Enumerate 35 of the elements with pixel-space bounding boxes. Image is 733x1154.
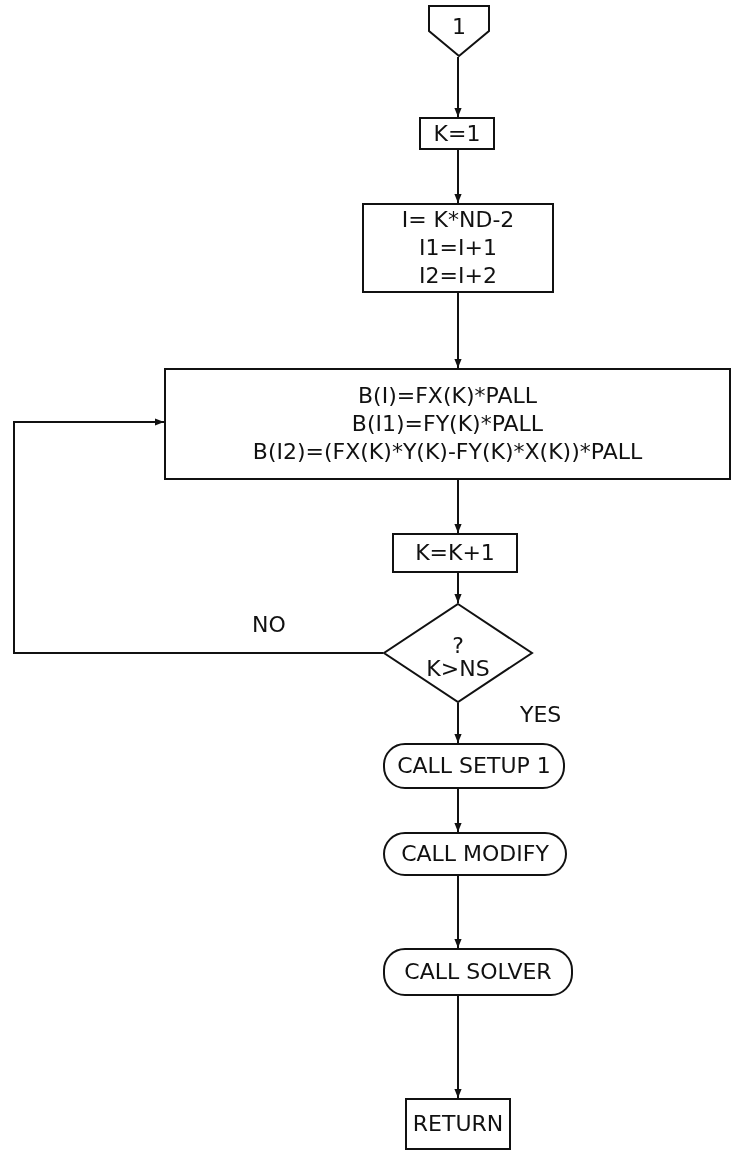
node-text: B(I)=FX(K)*PALL xyxy=(358,382,537,410)
node-text: K=K+1 xyxy=(415,539,495,567)
arrow xyxy=(454,479,462,534)
decision-diamond xyxy=(383,603,533,703)
node-text: I= K*ND-2 xyxy=(401,206,515,234)
subroutine-box xyxy=(383,743,565,789)
subroutine-box xyxy=(383,832,567,876)
process-box xyxy=(164,368,731,480)
node-text: B(I2)=(FX(K)*Y(K)-FY(K)*X(K))*PALL xyxy=(252,438,643,466)
node-text: I2=I+2 xyxy=(419,262,497,290)
process-box xyxy=(419,117,495,150)
node-text: ? xyxy=(452,637,464,655)
arrow xyxy=(13,418,384,654)
process-box xyxy=(392,533,518,573)
arrow xyxy=(454,149,462,204)
node-text: CALL SETUP 1 xyxy=(397,752,551,780)
node-text: B(I1)=FY(K)*PALL xyxy=(351,410,544,438)
arrow xyxy=(454,875,462,949)
off-page-connector xyxy=(428,5,490,57)
process-box xyxy=(405,1098,511,1150)
node-text: CALL SOLVER xyxy=(404,958,552,986)
arrow xyxy=(454,995,462,1099)
node-text: K>NS xyxy=(426,655,490,683)
node-text: 1 xyxy=(452,13,466,41)
node-text: CALL MODIFY xyxy=(401,840,549,868)
arrow xyxy=(454,572,462,604)
node-text: I1=I+1 xyxy=(419,234,497,262)
arrow xyxy=(454,788,462,833)
subroutine-box xyxy=(383,948,573,996)
arrow xyxy=(454,292,462,369)
node-text: K=1 xyxy=(433,119,481,148)
process-box xyxy=(362,203,554,293)
arrow xyxy=(454,56,462,118)
arrow xyxy=(454,702,462,744)
node-text: RETURN xyxy=(412,1110,504,1138)
